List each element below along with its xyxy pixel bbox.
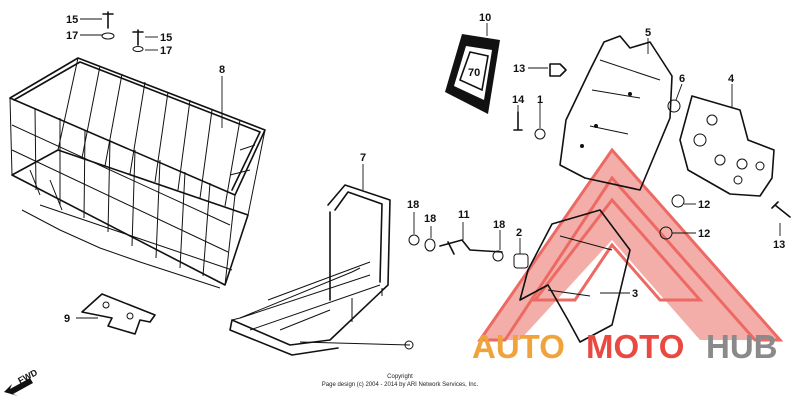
watermark-hub: HUB (706, 328, 778, 365)
callout-4: 4 (728, 73, 735, 85)
callout-18-left: 18 (407, 199, 419, 211)
callout-3: 3 (632, 288, 638, 300)
callout-11: 11 (458, 209, 470, 221)
carrier-part-7 (229, 184, 414, 356)
watermark-triangle-logo (477, 147, 784, 342)
callout-13-left: 13 (513, 63, 525, 75)
basket-part-8 (9, 57, 266, 289)
callout-15-top: 15 (66, 14, 78, 26)
callout-17-second: 17 (160, 45, 172, 57)
lower-cover-part-3 (519, 209, 631, 343)
cover-part-5 (559, 35, 673, 191)
callout-10: 10 (479, 12, 491, 24)
callout-2: 2 (516, 227, 522, 239)
callout-13-right: 13 (773, 239, 785, 251)
watermark-moto: MOTO (586, 328, 684, 365)
callout-12-upper: 12 (698, 199, 710, 211)
callout-8: 8 (219, 64, 225, 76)
callout-15-second: 15 (160, 32, 172, 44)
bracket-part-9 (81, 293, 156, 335)
copyright-line-1: Copyright (387, 374, 413, 380)
emblem-part-10: 70 (445, 34, 500, 114)
callout-18-right: 18 (493, 219, 505, 231)
callout-6: 6 (679, 73, 685, 85)
callout-5: 5 (645, 27, 651, 39)
callout-7: 7 (360, 152, 366, 164)
callout-12-lower: 12 (698, 228, 710, 240)
watermark-text: AUTO MOTO HUB (472, 328, 778, 365)
copyright-block: Copyright Page design (c) 2004 - 2014 by… (322, 374, 479, 388)
callout-9: 9 (64, 313, 70, 325)
callout-18-middle: 18 (424, 213, 436, 225)
emblem-text: 70 (468, 67, 480, 79)
watermark-auto: AUTO (472, 328, 565, 365)
callout-1: 1 (537, 94, 543, 106)
copyright-line-2: Page design (c) 2004 - 2014 by ARI Netwo… (322, 382, 479, 388)
callout-numbers: 15 17 15 17 8 9 7 10 13 14 1 5 6 4 12 12… (64, 12, 785, 325)
hardware-items (101, 11, 791, 269)
fwd-arrow: FWD (4, 367, 39, 396)
callout-leaders (76, 18, 781, 319)
callout-17-top: 17 (66, 30, 78, 42)
callout-14: 14 (512, 94, 525, 106)
plate-part-4 (679, 95, 775, 197)
